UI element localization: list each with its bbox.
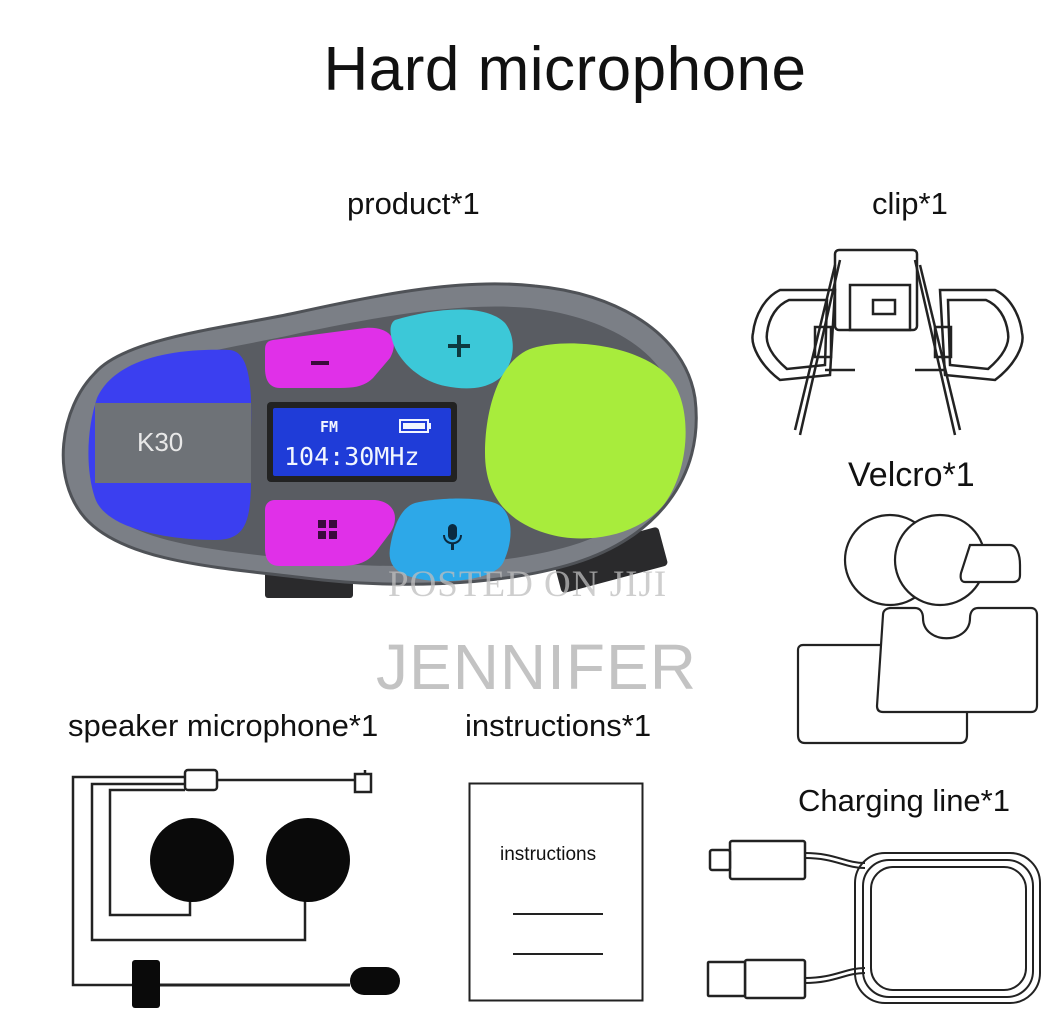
label-clip: clip*1 — [872, 186, 948, 221]
watermark-name: JENNIFER — [376, 631, 697, 703]
label-charging-line: Charging line*1 — [798, 783, 1010, 818]
watermark-posted: POSTED ON JIJI — [388, 564, 668, 605]
speaker-microphone-drawing — [71, 768, 400, 1008]
label-velcro: Velcro*1 — [848, 456, 975, 494]
label-product: product*1 — [347, 186, 480, 221]
lcd-frequency-text: 104:30MHz — [284, 442, 419, 471]
mic-button — [389, 498, 511, 582]
page-title: Hard microphone — [323, 35, 807, 104]
minus-button — [265, 327, 394, 388]
main-green-button — [485, 343, 686, 539]
instructions-booklet: instructions — [468, 782, 644, 1002]
lcd-band-text: FM — [320, 418, 338, 436]
clip-drawing — [751, 248, 1024, 436]
charging-line-drawing — [706, 839, 1041, 1004]
label-instructions: instructions*1 — [465, 708, 652, 743]
brand-k30-text: K30 — [137, 427, 183, 457]
instructions-booklet-text: instructions — [500, 844, 596, 865]
velcro-drawing — [796, 513, 1039, 745]
intercom-device-image: K30 FM 104:30MHz — [61, 282, 698, 598]
label-speaker-microphone: speaker microphone*1 — [68, 708, 379, 743]
plus-button — [390, 309, 513, 389]
